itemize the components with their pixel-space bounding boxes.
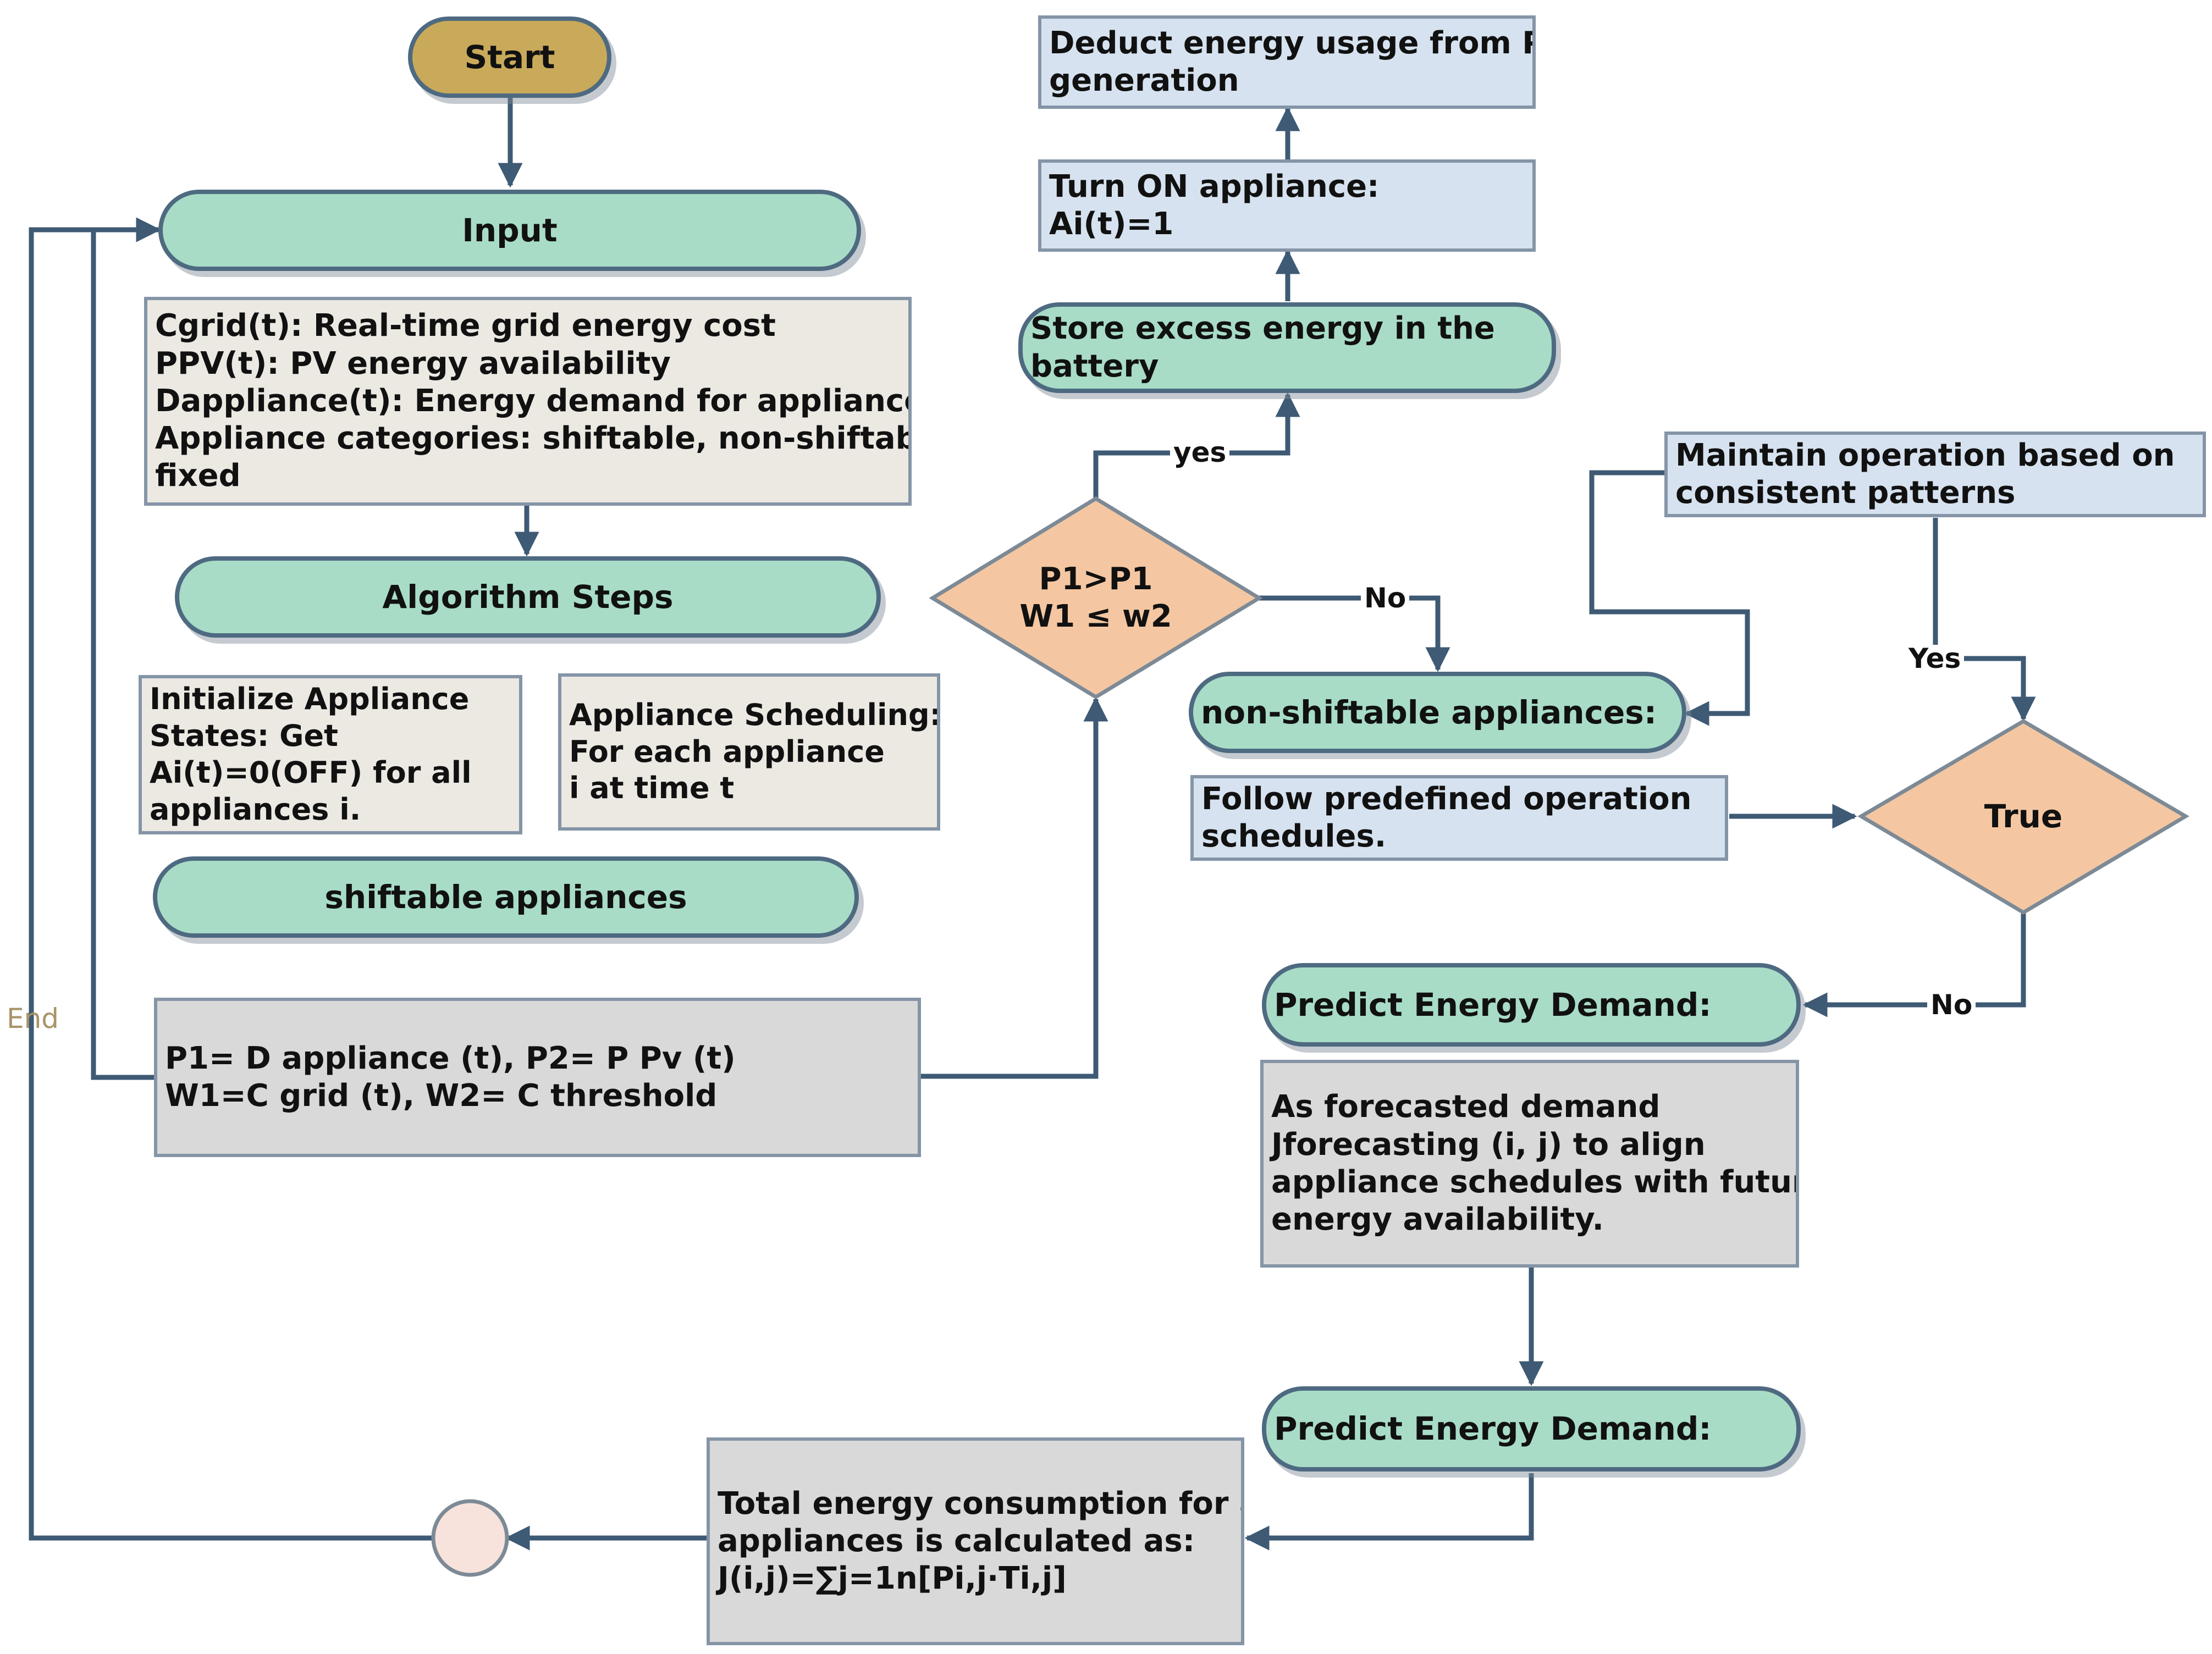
non-shiftable-appliances-node: non-shiftable appliances: (1189, 672, 1686, 753)
forecast-line: energy availability. (1271, 1202, 1604, 1238)
forecast-line: appliance schedules with future (1271, 1164, 1799, 1200)
decision1-line: P1>P1 (1039, 561, 1153, 597)
parameters-line: W1=C grid (t), W2= C threshold (165, 1078, 718, 1114)
turn-on-box: Turn ON appliance: Ai(t)=1 (1038, 159, 1536, 252)
arrow-maintain-to-nonshiftable (1589, 470, 1750, 726)
decision1-text: P1>P1 W1 ≤ w2 (990, 550, 1202, 646)
follow-schedules-box: Follow predefined operation schedules. (1190, 775, 1728, 861)
decision2-diamond (1857, 718, 2189, 915)
parameters-line: P1= D appliance (t), P2= P Pv (t) (165, 1040, 736, 1076)
edge-label-no-1: No (1361, 584, 1410, 612)
turn-on-line: Ai(t)=1 (1049, 206, 1174, 242)
predict-demand-node-2: Predict Energy Demand: (1262, 1386, 1801, 1472)
predict-demand-label-2: Predict Energy Demand: (1274, 1410, 1712, 1448)
forecast-line: As forecasted demand (1271, 1089, 1661, 1125)
deduct-line: generation (1049, 63, 1239, 98)
end-label: End (7, 1003, 59, 1035)
maintain-line: Maintain operation based on (1675, 437, 2175, 473)
predict-demand-label-1: Predict Energy Demand: (1274, 986, 1712, 1024)
arrow-decision1-no (1259, 595, 1450, 672)
decision1-line: W1 ≤ w2 (1019, 599, 1172, 634)
initialize-line: Initialize Appliance (150, 682, 470, 717)
non-shiftable-appliances-label: non-shiftable appliances: (1201, 693, 1657, 731)
input-detail-grid-cost: Cgrid(t): Real-time grid energy cost (155, 308, 776, 344)
input-details-box: Cgrid(t): Real-time grid energy cost PPV… (144, 297, 912, 506)
total-line: Total energy consumption for all (718, 1485, 1244, 1522)
input-detail-pv: PPV(t): PV energy availability (155, 345, 671, 381)
input-detail-categories: Appliance categories: shiftable, non-shi… (155, 421, 912, 457)
store-battery-line: Store excess energy in the (1030, 311, 1495, 347)
arrow-predict2-to-total (1244, 1473, 1534, 1551)
initialize-line: appliances i. (150, 792, 361, 827)
arrow-true-no (1802, 914, 2026, 1017)
follow-line: Follow predefined operation (1201, 781, 1692, 817)
scheduling-line: For each appliance (569, 734, 885, 769)
start-node: Start (408, 16, 611, 98)
input-detail-demand: Dappliance(t): Energy demand for applian… (155, 383, 912, 419)
decision1-diamond (929, 496, 1263, 700)
arrow-maintain-to-true (1933, 518, 2036, 722)
arrow-end-loop-to-input (29, 217, 433, 1541)
initialize-line: States: Get (150, 718, 338, 754)
deduct-line: Deduct energy usage from PV (1049, 25, 1536, 61)
store-battery-line: battery (1030, 348, 1159, 384)
decision2-text: True (1941, 792, 2106, 841)
shiftable-appliances-label: shiftable appliances (324, 878, 687, 916)
forecast-box: As forecasted demand Jforecasting (i, j)… (1260, 1060, 1799, 1268)
parameters-box: P1= D appliance (t), P2= P Pv (t) W1=C g… (154, 998, 921, 1157)
initialize-line: Ai(t)=0(OFF) for all (150, 755, 472, 790)
edge-label-yes: yes (1170, 439, 1230, 466)
algorithm-steps-label: Algorithm Steps (382, 578, 674, 616)
algorithm-steps-node: Algorithm Steps (175, 556, 881, 638)
edge-label-no-2: No (1927, 991, 1976, 1019)
follow-line: schedules. (1201, 818, 1387, 854)
scheduling-box: Appliance Scheduling: For each appliance… (558, 673, 940, 831)
store-battery-node: Store excess energy in the battery (1018, 302, 1556, 393)
turn-on-line: Turn ON appliance: (1049, 168, 1380, 204)
predict-demand-node-1: Predict Energy Demand: (1262, 963, 1801, 1047)
initialize-box: Initialize Appliance States: Get Ai(t)=0… (139, 675, 522, 834)
end-connector-circle (431, 1499, 509, 1577)
edge-label-yes-2: Yes (1905, 645, 1965, 672)
scheduling-line: i at time t (569, 771, 735, 806)
forecast-line: Jforecasting (i, j) to align (1271, 1126, 1706, 1163)
total-line: J(i,j)=∑j=1n[Pi,j⋅Ti,j] (718, 1561, 1067, 1597)
deduct-box: Deduct energy usage from PV generation (1038, 15, 1536, 109)
maintain-box: Maintain operation based on consistent p… (1664, 432, 2206, 517)
maintain-line: consistent patterns (1675, 475, 2016, 511)
total-consumption-box: Total energy consumption for all applian… (707, 1437, 1244, 1645)
decision2-label: True (1984, 797, 2063, 835)
start-label: Start (464, 38, 555, 76)
shiftable-appliances-node: shiftable appliances (153, 856, 859, 938)
total-line: appliances is calculated as: (718, 1523, 1195, 1559)
scheduling-line: Appliance Scheduling: (569, 697, 940, 732)
arrow-params-to-decision1 (919, 696, 1108, 1079)
input-node: Input (158, 190, 861, 271)
input-label: Input (462, 211, 558, 249)
input-detail-fixed: fixed (155, 458, 241, 494)
